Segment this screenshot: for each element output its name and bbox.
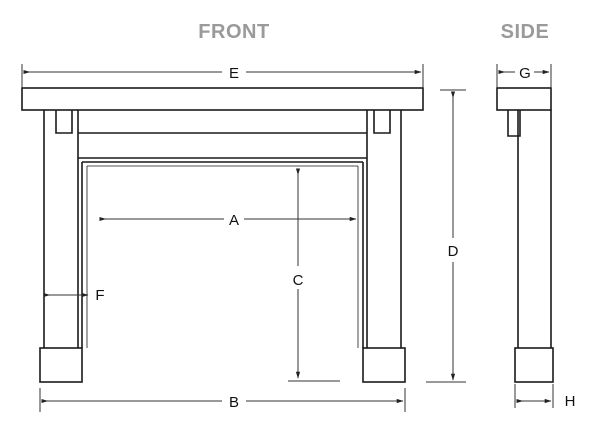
opening-inner-molding (86, 165, 359, 348)
dim-C-label: C (293, 272, 304, 289)
dim-B-label: B (229, 394, 239, 411)
dim-H-label: H (565, 393, 576, 410)
right-foot-block (362, 347, 406, 383)
dim-F-label: F (95, 287, 104, 304)
front-view-geometry (21, 87, 424, 383)
dimension-H (514, 384, 554, 408)
dim-A-label: A (229, 212, 239, 229)
side-view-geometry (496, 87, 554, 383)
side-foot-block (514, 347, 554, 383)
dim-D-label: D (448, 243, 459, 260)
left-foot-block (39, 347, 83, 383)
right-corbel-bracket (373, 110, 391, 134)
side-mantel-shelf (496, 87, 552, 111)
front-view-title: FRONT (198, 21, 269, 43)
dimension-G (496, 64, 552, 88)
dimension-B (39, 388, 406, 412)
dimension-D (426, 89, 466, 383)
dim-G-label: G (519, 65, 531, 82)
side-corbel-bracket (507, 110, 521, 137)
side-view-title: SIDE (501, 21, 550, 43)
mantel-shelf (21, 87, 424, 111)
left-corbel-bracket (55, 110, 73, 134)
dimension-C (288, 168, 340, 382)
dim-E-label: E (229, 65, 239, 82)
dimension-E (21, 64, 424, 88)
